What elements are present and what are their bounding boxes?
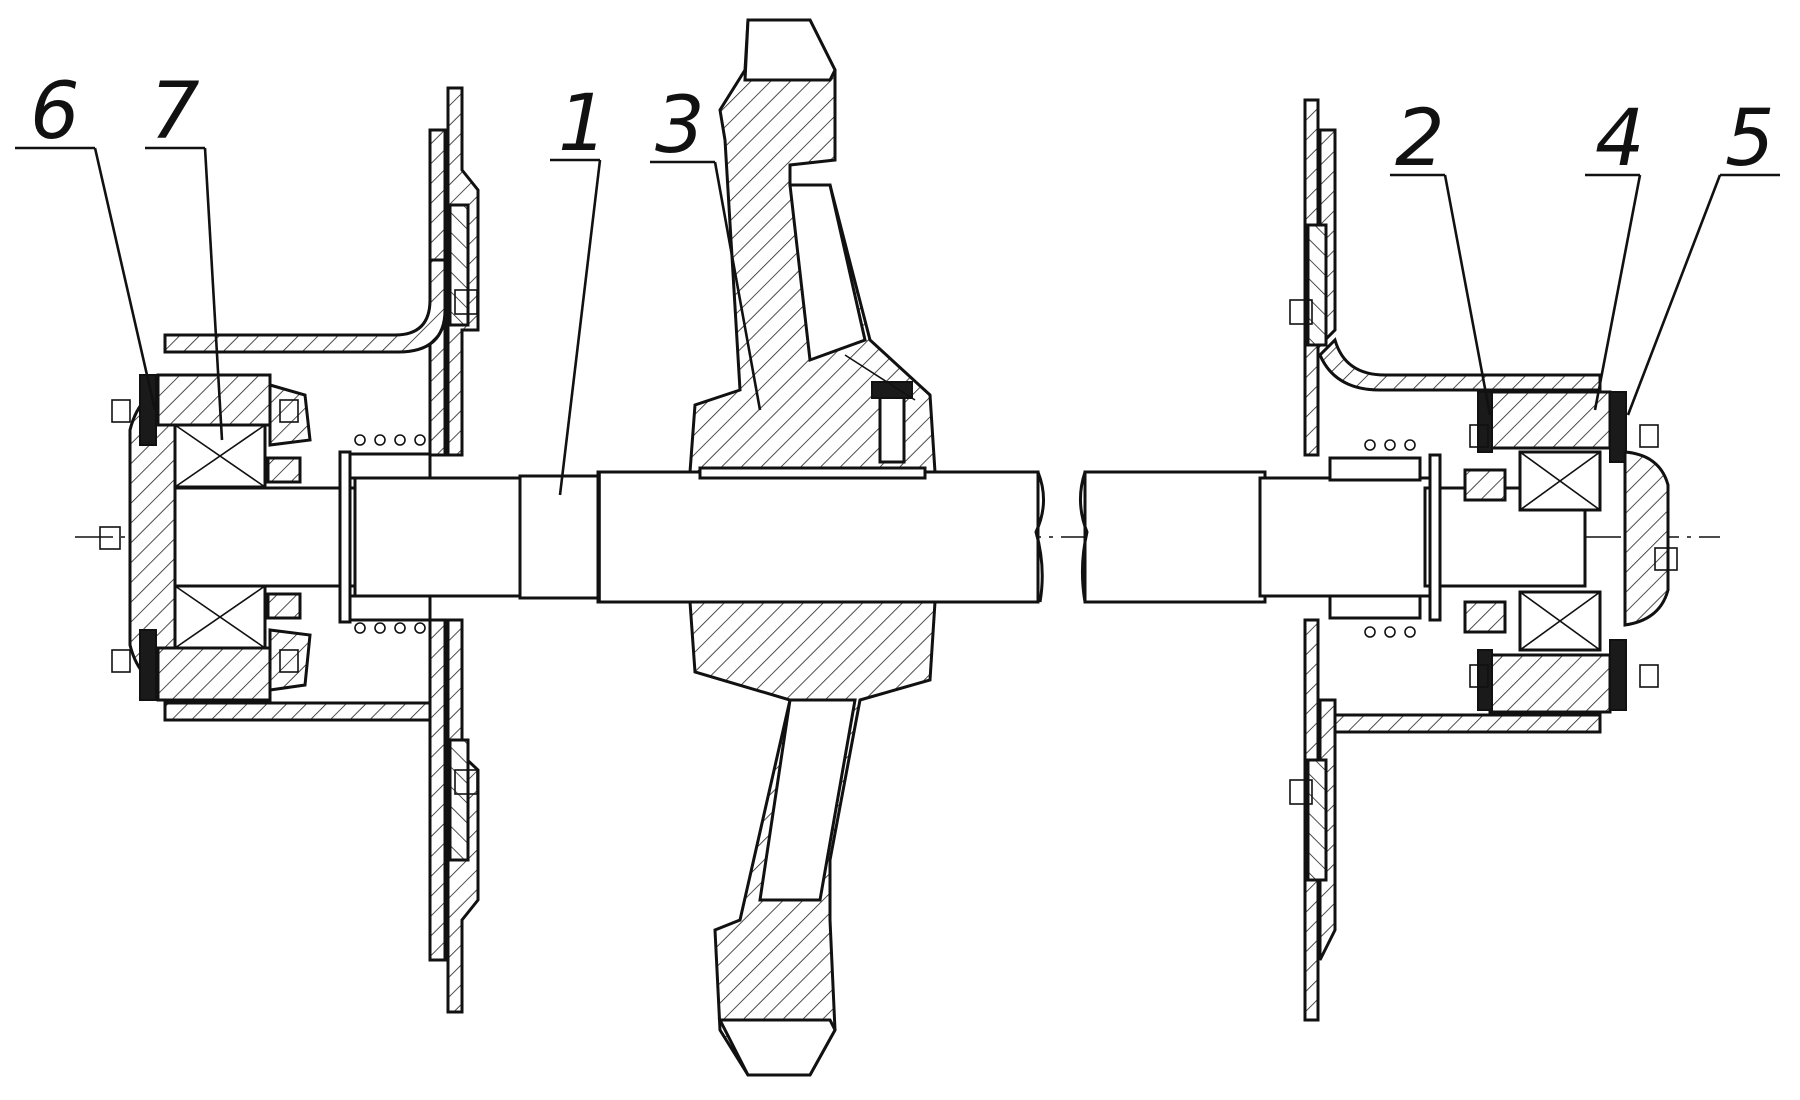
left-bracket [99, 86, 480, 1014]
shaft [173, 470, 1587, 604]
callout-1: 1 [558, 79, 608, 169]
callout-2: 2 [1395, 94, 1445, 184]
callout-3: 3 [655, 81, 705, 171]
callout-leaders [15, 146, 1780, 496]
right-bracket [1289, 98, 1678, 1022]
callout-6: 6 [30, 67, 80, 157]
callout-4: 4 [1595, 94, 1645, 184]
callout-7: 7 [150, 67, 200, 157]
callout-5: 5 [1725, 94, 1775, 184]
callout-labels: 6 7 1 3 2 4 5 [30, 67, 1775, 184]
